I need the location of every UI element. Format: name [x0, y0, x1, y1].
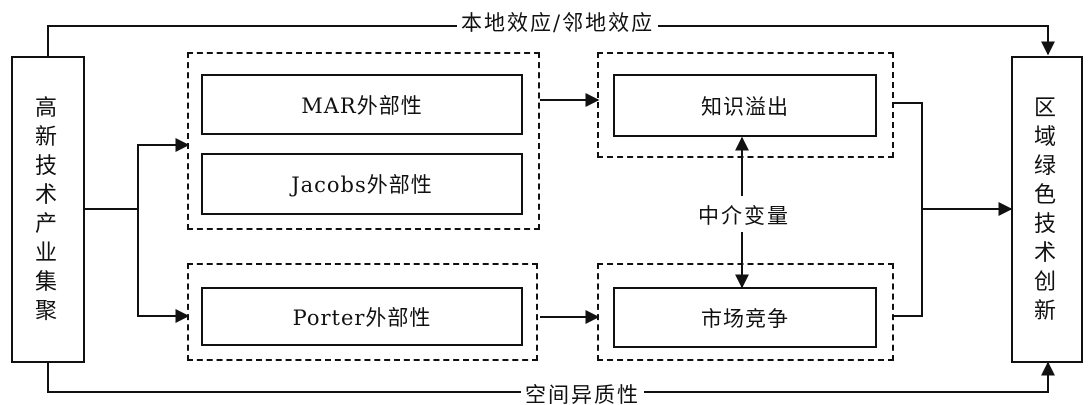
jacobs-externality-box: Jacobs外部性	[201, 153, 523, 215]
mediator-label: 中介变量	[694, 200, 794, 230]
top-effect-label: 本地效应/邻地效应	[457, 7, 659, 37]
porter-group	[187, 263, 538, 361]
branch-to-lower-group	[137, 209, 190, 323]
spillover-group	[597, 52, 894, 158]
mar-externality-label: MAR外部性	[301, 93, 423, 118]
bottom-heterogeneity-label: 空间异质性	[521, 379, 644, 405]
innovation-label: 区域绿色技术创新	[1033, 95, 1060, 324]
mar-externality-box: MAR外部性	[201, 74, 523, 135]
innovation-box: 区域绿色技术创新	[1011, 56, 1083, 363]
spillover-out-line	[893, 102, 923, 209]
cluster-label: 高新技术产业集聚	[34, 95, 61, 324]
jacobs-externality-label: Jacobs外部性	[291, 173, 433, 197]
market-competition-label: 市场竞争	[701, 306, 789, 331]
externality-group	[187, 52, 540, 230]
branch-to-upper-group	[137, 138, 190, 209]
market-competition-box: 市场竞争	[613, 287, 877, 348]
competition-out-line	[893, 209, 923, 317]
knowledge-spillover-label: 知识溢出	[701, 94, 789, 119]
porter-externality-box: Porter外部性	[201, 287, 523, 346]
porter-externality-label: Porter外部性	[292, 305, 432, 330]
knowledge-spillover-box: 知识溢出	[613, 74, 877, 137]
competition-group	[597, 263, 894, 361]
cluster-box: 高新技术产业集聚	[11, 56, 85, 363]
